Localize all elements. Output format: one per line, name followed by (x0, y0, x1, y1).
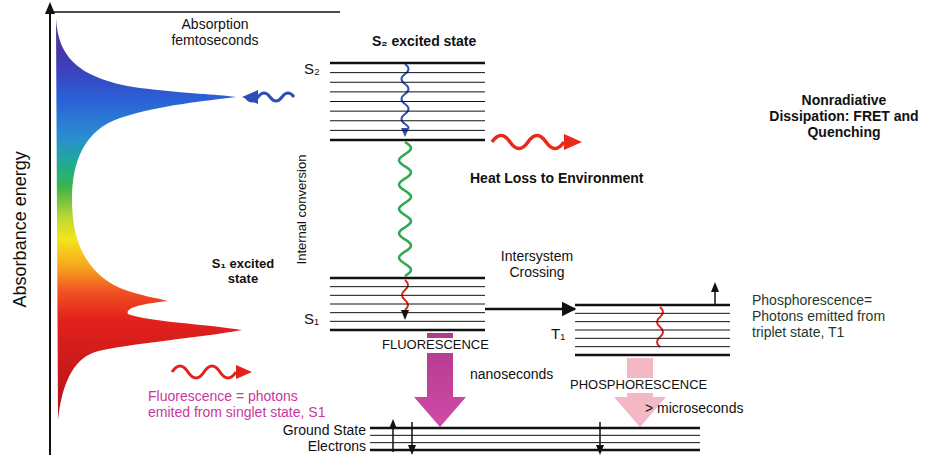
edge-label: PHOSPHORESCENCE (568, 378, 709, 393)
energy-levels (370, 428, 700, 450)
edge-label: Intersystem Crossing (492, 248, 582, 280)
crossing-arrow (485, 308, 575, 311)
energy-level-stack: T₁ (575, 305, 730, 355)
fluorescence-definition: Fluorescence = photons emited from singl… (148, 388, 326, 420)
heat-loss-note: Heat Loss to Environment (470, 170, 643, 186)
level-label: T₁ (551, 325, 565, 342)
phosphorescence-definition: Phosphorescence= Photons emitted from tr… (752, 292, 912, 340)
nonradiative-note: Nonradiative Dissipation: FRET and Quenc… (768, 92, 920, 140)
energy-level-line (575, 354, 730, 357)
relaxation-arrowhead (401, 310, 409, 320)
energy-level-stack: S₁ (330, 278, 485, 330)
energy-level-line (330, 321, 485, 322)
energy-level-line (575, 304, 730, 307)
energy-level-line (330, 295, 485, 296)
energy-levels (575, 305, 730, 355)
energy-level-line (330, 329, 485, 332)
heat-arrowhead (564, 134, 582, 150)
time-scale: nanoseconds (470, 366, 553, 382)
energy-level-line (330, 91, 485, 92)
electron-spin-up (392, 428, 394, 452)
state-note: S₁ excited state (203, 257, 283, 287)
spectrum-curve (56, 18, 242, 420)
energy-axis (49, 12, 51, 455)
energy-level-line (330, 139, 485, 142)
spin-arrow (714, 290, 716, 305)
energy-level-line (330, 277, 485, 280)
energy-level-line (370, 442, 700, 443)
ground-state-label: Ground State Electrons (270, 422, 366, 454)
axis-label: Absorbance energy (10, 129, 31, 329)
energy-level-line (330, 72, 485, 73)
state-heading: S₂ excited state (372, 33, 476, 49)
energy-level-line (370, 449, 700, 452)
energy-level-line (330, 304, 485, 305)
photon-arrowhead (236, 365, 252, 379)
energy-levels (330, 63, 485, 140)
energy-level-line (330, 120, 485, 121)
energy-level-line (575, 346, 730, 347)
energy-level-line (330, 130, 485, 131)
absorption-note: Absorption femtoseconds (160, 16, 270, 48)
energy-level-line (575, 330, 730, 331)
relaxation-arrowhead (401, 128, 409, 137)
photon-arrowhead (242, 90, 258, 104)
energy-level-line (575, 338, 730, 339)
energy-level-line (370, 427, 700, 430)
level-label: S₂ (304, 60, 320, 77)
heat-wave (492, 136, 564, 149)
energy-level-line (330, 101, 485, 102)
relaxation-wave (402, 64, 409, 129)
edge-label: FLUORESCENCE (380, 338, 491, 353)
energy-levels (330, 278, 485, 330)
top-rule (50, 11, 340, 13)
internal-conversion-wave (399, 142, 411, 276)
emitted-photon-wave (172, 366, 236, 378)
energy-level-stack: Ground State Electrons (370, 428, 700, 450)
level-label: S₁ (304, 310, 319, 327)
time-scale: > microseconds (645, 400, 743, 416)
energy-level-line (575, 313, 730, 314)
energy-level-line (575, 321, 730, 322)
energy-level-line (370, 435, 700, 436)
energy-level-line (330, 312, 485, 313)
edge-label: Internal conversion (295, 144, 310, 274)
energy-level-line (330, 286, 485, 287)
energy-level-line (330, 111, 485, 112)
energy-level-line (330, 62, 485, 65)
energy-level-stack: S₂ excited stateS₂ (330, 63, 485, 140)
spin-arrowhead (711, 282, 719, 292)
energy-level-line (330, 82, 485, 83)
